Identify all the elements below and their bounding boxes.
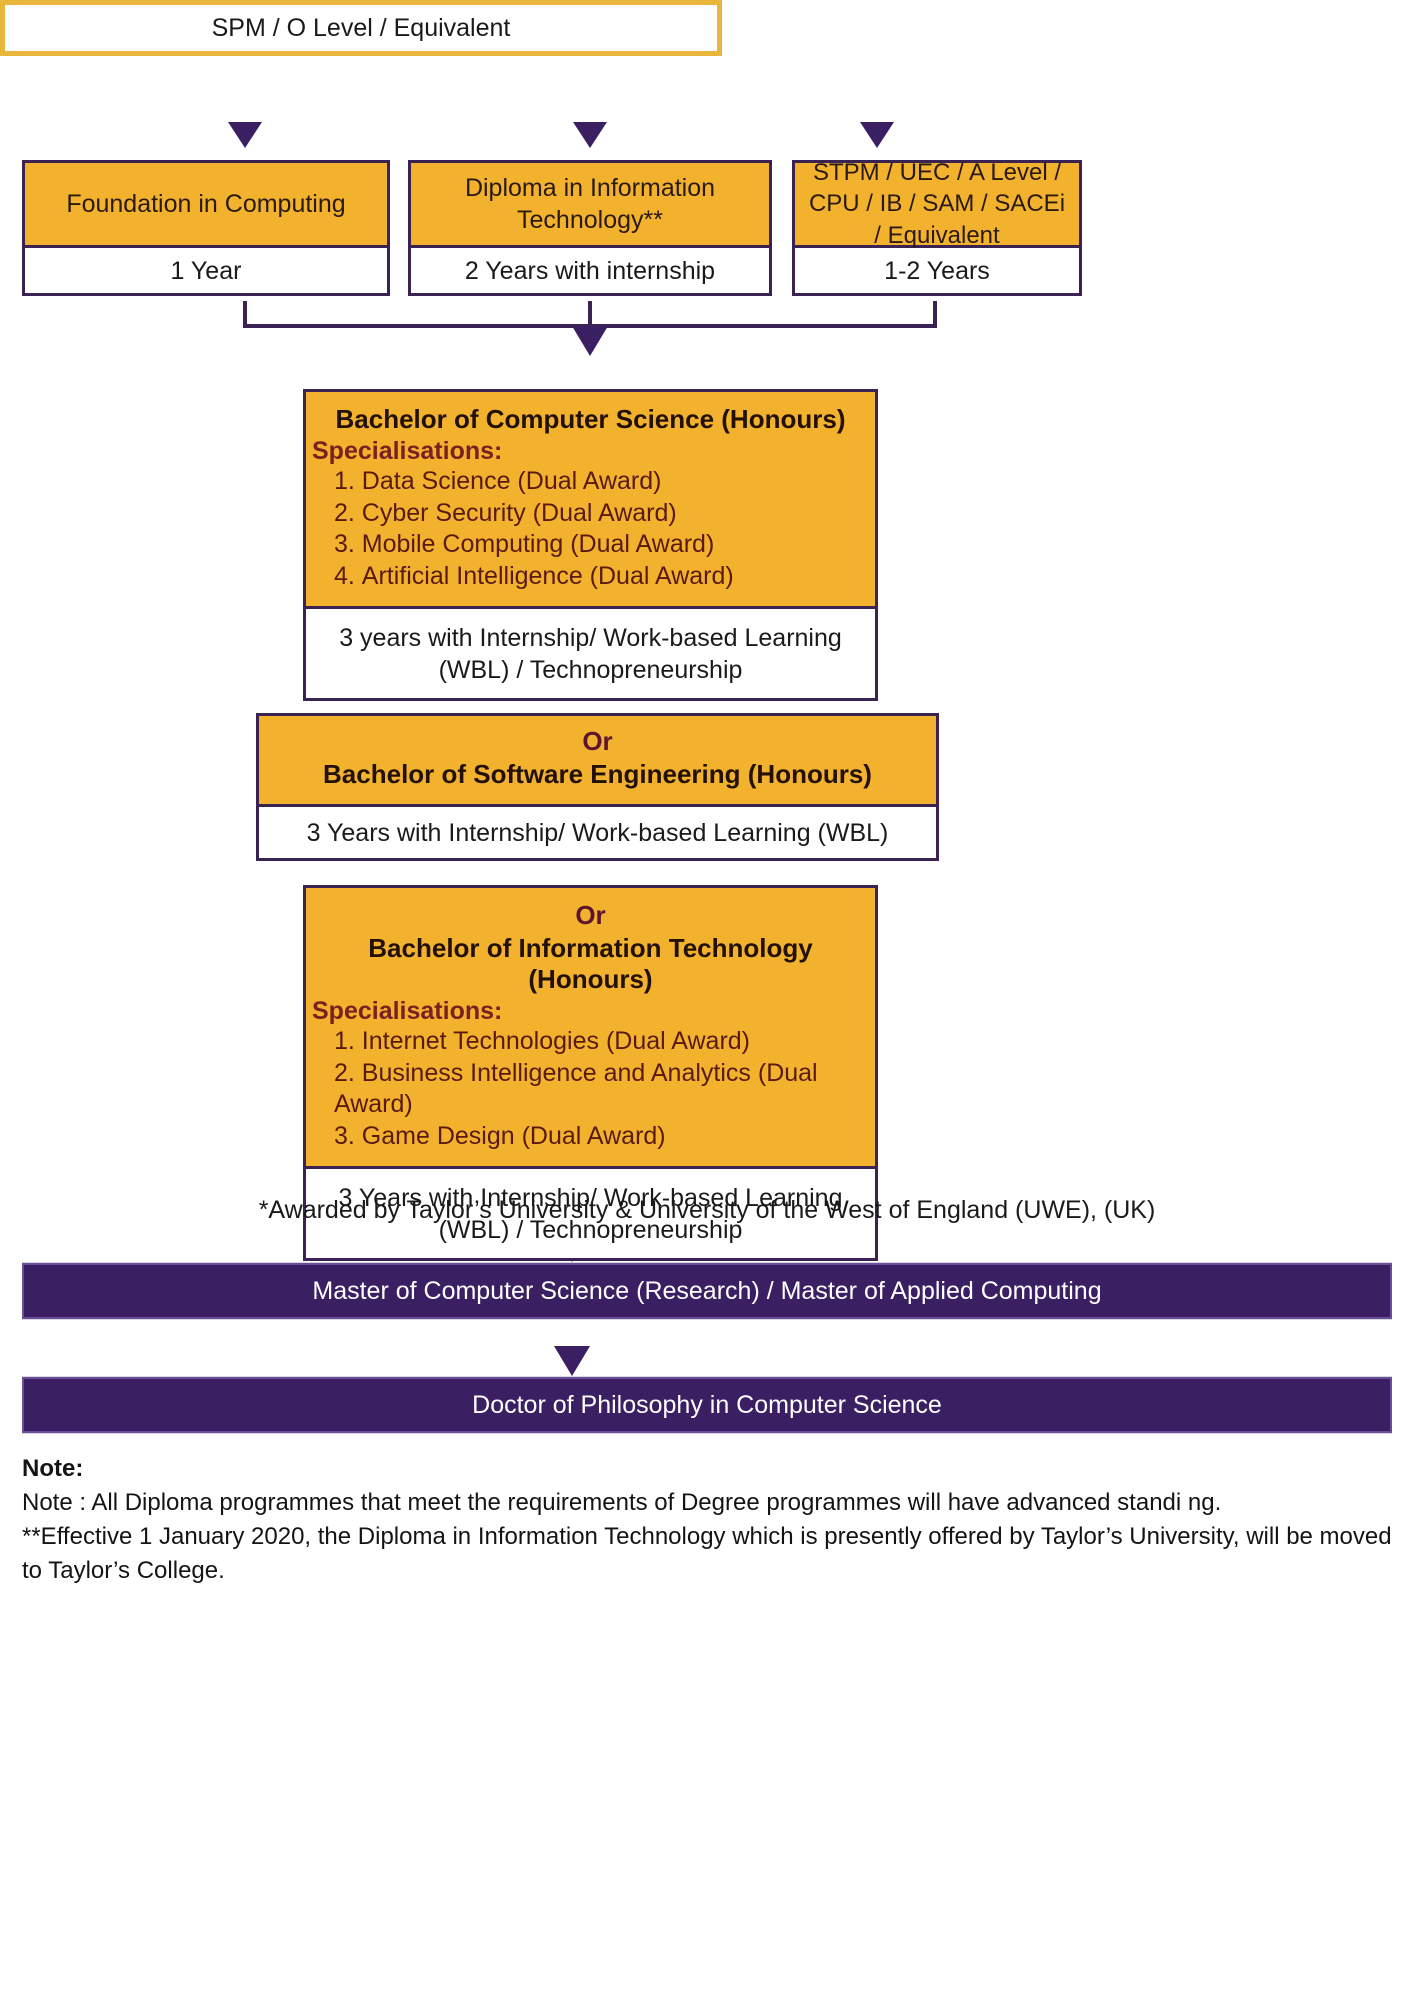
pathway-foundation-title-box: Foundation in Computing — [22, 160, 390, 248]
entry-qualification-label: SPM / O Level / Equivalent — [211, 13, 511, 42]
awarded-by-footnote: *Awarded by Taylor’s University & Univer… — [258, 1196, 1156, 1224]
degree-information-technology-duration: 3 Years with Internship/ Work-based Lear… — [303, 1169, 878, 1261]
arrow-to-foundation — [228, 122, 262, 148]
pathway-preuniversity-title-box: STPM / UEC / A Level / CPU / IB / SAM / … — [792, 159, 1082, 249]
list-item: Artificial Intelligence (Dual Award) — [334, 561, 875, 593]
degree-computer-science: Bachelor of Computer Science (Honours) S… — [303, 389, 878, 701]
footer-note-line-2: **Effective 1 January 2020, the Diploma … — [22, 1523, 1392, 1585]
pathway-preuniversity: STPM / UEC / A Level / CPU / IB / SAM / … — [792, 159, 1082, 296]
list-item: Business Intelligence and Analytics (Dua… — [334, 1058, 875, 1121]
degree-computer-science-duration: 3 years with Internship/ Work-based Lear… — [303, 609, 878, 701]
postgraduate-masters-label: Master of Computer Science (Research) / … — [312, 1276, 1102, 1305]
degree-computer-science-header: Bachelor of Computer Science (Honours) S… — [303, 389, 878, 609]
degree-software-engineering-title: Bachelor of Software Engineering (Honour… — [323, 759, 872, 789]
pathway-diploma-duration: 2 Years with internship — [408, 248, 772, 296]
divider-bottom-masters — [22, 1319, 1392, 1320]
degree-information-technology: Or Bachelor of Information Technology (H… — [303, 885, 878, 1261]
pathway-foundation: Foundation in Computing 1 Year — [22, 160, 390, 296]
divider-top-phd — [22, 1376, 1392, 1377]
list-item: Data Science (Dual Award) — [334, 466, 875, 498]
list-item: Mobile Computing (Dual Award) — [334, 529, 875, 561]
arrow-to-phd — [554, 1346, 590, 1376]
footer-note-heading: Note: — [22, 1455, 84, 1482]
degree-computer-science-title: Bachelor of Computer Science (Honours) — [335, 404, 846, 434]
list-item: Game Design (Dual Award) — [334, 1121, 875, 1153]
arrow-to-preu — [860, 122, 894, 148]
pathway-preuniversity-title: STPM / UEC / A Level / CPU / IB / SAM / … — [808, 159, 1066, 249]
arrow-to-diploma — [573, 122, 607, 148]
arrow-to-degrees — [572, 326, 608, 356]
postgraduate-masters-bar: Master of Computer Science (Research) / … — [22, 1263, 1392, 1319]
footer-note: Note: Note : All Diploma programmes that… — [22, 1452, 1392, 1588]
degree-software-engineering-duration: 3 Years with Internship/ Work-based Lear… — [256, 807, 939, 861]
entry-qualification-box: SPM / O Level / Equivalent — [0, 0, 722, 56]
postgraduate-phd-label: Doctor of Philosophy in Computer Science — [472, 1390, 942, 1419]
pathway-preuniversity-duration: 1-2 Years — [792, 248, 1082, 296]
pathway-foundation-duration: 1 Year — [22, 248, 390, 296]
pathway-diploma: Diploma in Information Technology** 2 Ye… — [408, 160, 772, 296]
degree-software-engineering: Or Bachelor of Software Engineering (Hon… — [256, 713, 939, 861]
degree-software-engineering-or-label: Or — [582, 726, 613, 756]
pathway-foundation-title: Foundation in Computing — [66, 189, 346, 218]
degree-information-technology-or-label: Or — [575, 900, 606, 930]
list-item: Cyber Security (Dual Award) — [334, 498, 875, 530]
divider-bottom-phd — [22, 1433, 1392, 1434]
degree-computer-science-spec-label: Specialisations: — [312, 437, 503, 465]
merge-bracket — [243, 301, 937, 328]
degree-software-engineering-header: Or Bachelor of Software Engineering (Hon… — [256, 713, 939, 807]
footer-note-line-1: Note : All Diploma programmes that meet … — [22, 1489, 1222, 1517]
degree-information-technology-header: Or Bachelor of Information Technology (H… — [303, 885, 878, 1169]
degree-computer-science-spec-list: Data Science (Dual Award) Cyber Security… — [306, 466, 875, 592]
postgraduate-phd-bar: Doctor of Philosophy in Computer Science — [22, 1377, 1392, 1433]
pathway-diploma-title-box: Diploma in Information Technology** — [408, 160, 772, 248]
degree-information-technology-spec-label: Specialisations: — [312, 997, 503, 1025]
pathway-diploma-title: Diploma in Information Technology** — [464, 173, 716, 235]
degree-information-technology-title: Bachelor of Information Technology (Hono… — [368, 933, 813, 994]
postgraduate-phd-wrap: Doctor of Philosophy in Computer Science — [22, 1376, 1392, 1434]
list-item: Internet Technologies (Dual Award) — [334, 1026, 875, 1058]
divider-top-masters — [22, 1262, 1392, 1263]
degree-information-technology-spec-list: Internet Technologies (Dual Award) Busin… — [306, 1026, 875, 1152]
postgraduate-masters-wrap: Master of Computer Science (Research) / … — [22, 1262, 1392, 1320]
